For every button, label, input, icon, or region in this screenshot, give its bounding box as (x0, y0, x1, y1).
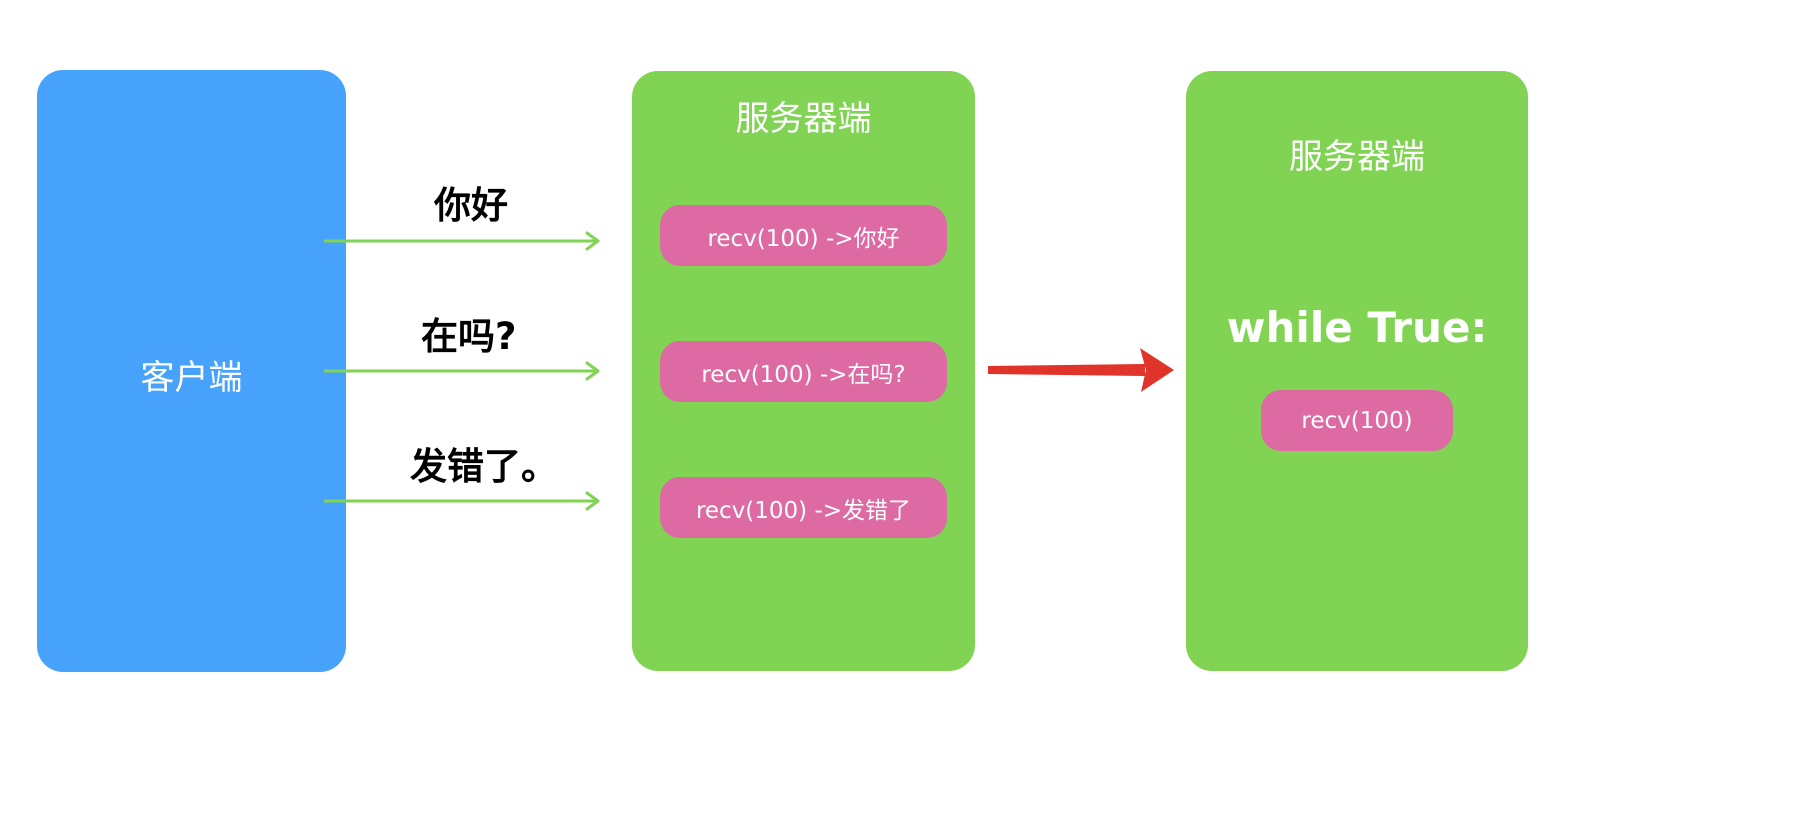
message-label-3: 发错了。 (410, 445, 558, 488)
server-box-right: 服务器端 while True: recv(100) (1186, 71, 1528, 671)
recv-call-2: recv(100) ->在吗? (660, 341, 947, 402)
message-arrow-3 (324, 491, 600, 511)
server-right-title: 服务器端 (1289, 137, 1425, 177)
recv-call-1: recv(100) ->你好 (660, 205, 947, 266)
client-box: 客户端 (37, 70, 346, 672)
message-label-2: 在吗? (421, 315, 517, 358)
message-arrow-2 (324, 361, 600, 381)
recv-loop-call: recv(100) (1261, 390, 1453, 451)
client-title: 客户端 (140, 358, 243, 398)
server-left-title: 服务器端 (735, 99, 872, 139)
while-loop-label: while True: (1226, 303, 1488, 352)
message-label-1: 你好 (434, 184, 508, 227)
recv-call-3: recv(100) ->发错了 (660, 477, 947, 538)
server-box-left: 服务器端 recv(100) ->你好 recv(100) ->在吗? recv… (632, 71, 975, 671)
transition-arrow (988, 348, 1174, 392)
message-arrow-1 (324, 231, 600, 251)
